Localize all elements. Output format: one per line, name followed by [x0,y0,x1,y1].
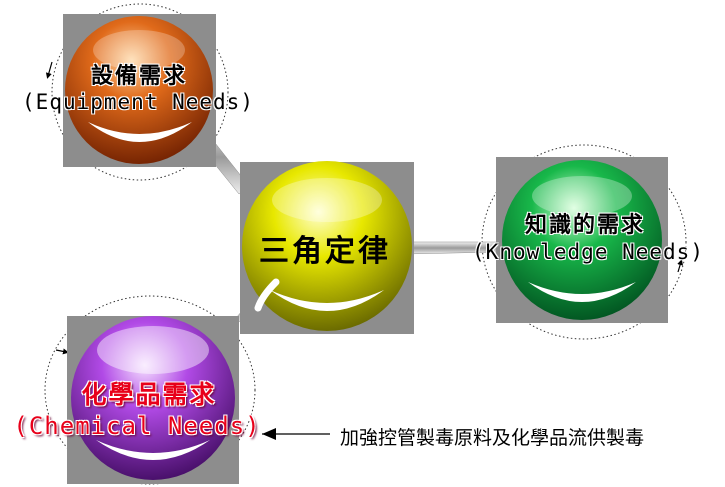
chemical-label-cn: 化學品需求 [81,380,217,409]
knowledge-smile [528,282,636,302]
knowledge-sphere [502,160,662,320]
equipment-smile [88,122,192,142]
annotation-text: 加強控管製毒原料及化學品流供製毒 [340,427,645,449]
chemical-node [67,316,239,484]
chemical-sphere [71,316,235,480]
center-label: 三角定律 [259,234,391,269]
knowledge-highlight [532,176,632,216]
equipment-label-en: (Equipment Needs) [22,90,254,114]
equipment-label-cn: 設備需求 [90,63,187,89]
knowledge-node [496,157,668,323]
annotation-arrow [262,428,330,440]
center-highlight [272,178,382,222]
chemical-label-en: (Chemical Needs) [13,412,261,440]
chemical-orbit-arrow [55,348,69,355]
equipment-sphere [65,16,213,164]
center-node [240,161,414,334]
center-smile [270,290,384,311]
equipment-node [63,14,216,167]
center-inner-arc [254,278,280,312]
equipment-orbit [51,3,229,181]
knowledge-label-en: (Knowledge Needs) [472,240,704,264]
chemical-highlight [97,326,209,374]
knowledge-orbit-arrow [677,259,684,273]
equipment-highlight [93,30,185,70]
chemical-smile [96,440,210,460]
knowledge-label-cn: 知識的需求 [524,212,645,238]
equipment-orbit-arrow [45,61,53,79]
center-sphere [242,161,412,331]
